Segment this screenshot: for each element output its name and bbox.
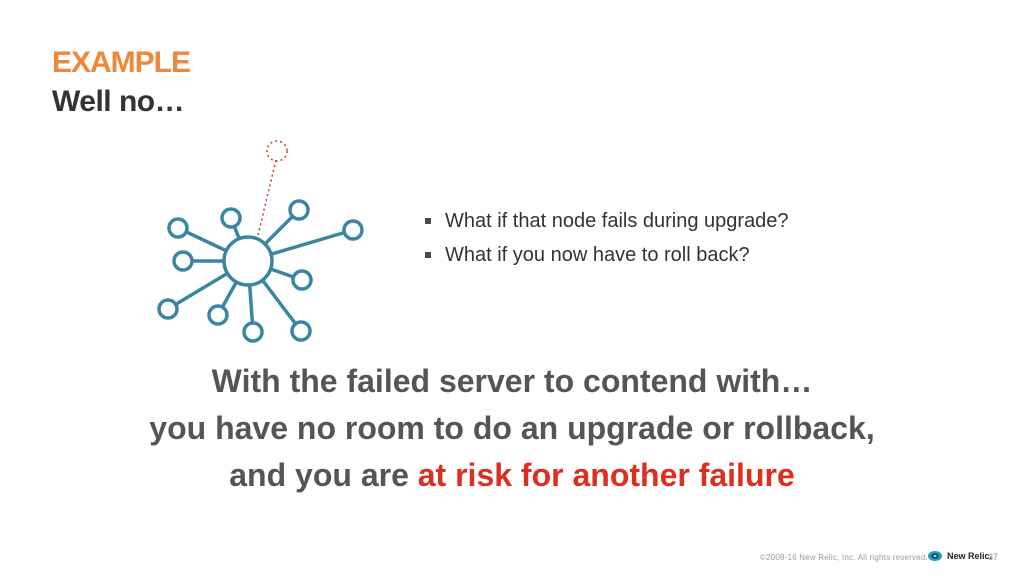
node [172, 250, 194, 272]
bullet-list: What if that node fails during upgrade? … [425, 204, 789, 272]
node [157, 298, 179, 320]
failed-node-link [257, 159, 277, 236]
slide-kicker: EXAMPLE [52, 46, 191, 79]
bullet-text: What if you now have to roll back? [445, 244, 750, 266]
node [167, 217, 189, 239]
failed-node [266, 140, 288, 162]
footer-copyright: ©2008-16 New Relic, Inc. All rights rese… [760, 553, 928, 562]
bullet-text: What if that node fails during upgrade? [445, 210, 789, 232]
bullet-item: What if you now have to roll back? [425, 238, 789, 272]
statement-emphasis: at risk for another failure [417, 457, 795, 493]
logo-wordmark: New Relic. [947, 551, 993, 561]
bullet-item: What if that node fails during upgrade? [425, 204, 789, 238]
page-number: 37 [988, 552, 999, 562]
new-relic-logo-icon [928, 551, 942, 561]
slide-title: Well no… [52, 85, 185, 118]
node [288, 199, 310, 221]
statement-line-3-prefix: and you are [229, 457, 418, 493]
footer-logo: New Relic. [927, 550, 992, 562]
node [291, 269, 313, 291]
node [220, 207, 242, 229]
statement-line-3: and you are at risk for another failure [0, 452, 1024, 499]
node [207, 304, 229, 326]
statement-line-2: you have no room to do an upgrade or rol… [149, 410, 875, 446]
bullet-square-icon [425, 252, 431, 258]
node [290, 320, 312, 342]
key-statement: With the failed server to contend with… … [0, 358, 1024, 499]
outer-nodes [157, 199, 364, 343]
node [342, 219, 364, 241]
statement-line-1: With the failed server to contend with… [211, 363, 813, 399]
hub-node [222, 235, 274, 287]
bullet-square-icon [425, 218, 431, 224]
node [242, 321, 264, 343]
